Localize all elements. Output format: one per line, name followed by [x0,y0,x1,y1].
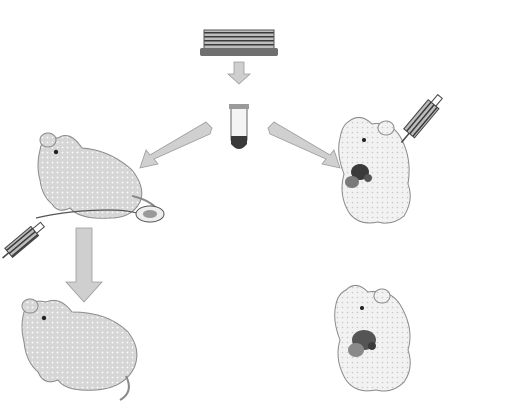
arrow-down-top [226,61,252,85]
arrow-down-left [65,227,103,303]
left-syringe-icon [2,221,46,259]
mouse-top-left [37,132,159,219]
culture-plate-icon [200,29,278,56]
mouse-bottom-left [21,298,138,401]
mouse-top-right [338,117,411,224]
right-syringe-icon [400,93,444,143]
arrow-to-right-mouse [267,121,341,169]
infusion-tube-icon [35,205,165,223]
mouse-bottom-right [334,285,411,392]
arrow-to-left-mouse [139,121,213,169]
test-tube-icon [229,104,249,149]
